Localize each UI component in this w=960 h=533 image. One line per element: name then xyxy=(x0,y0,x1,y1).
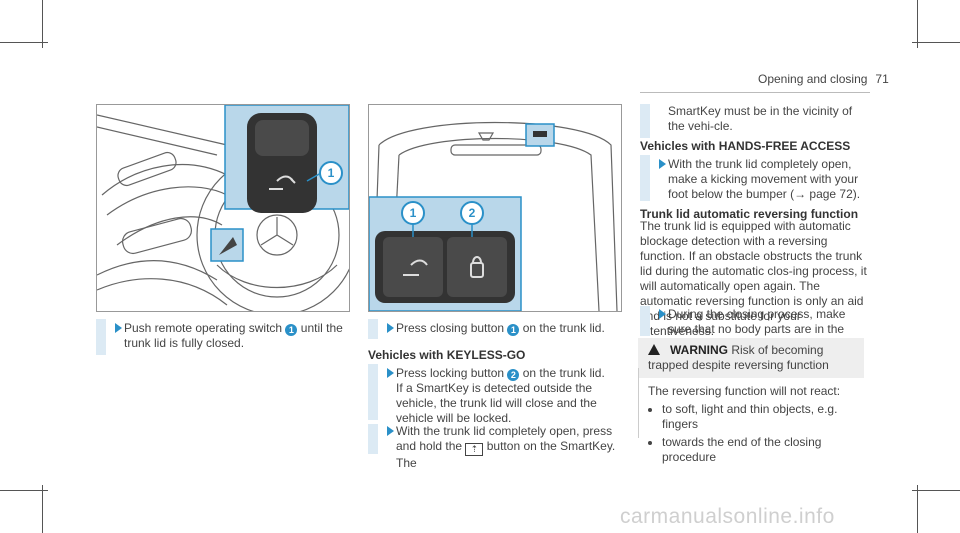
instruction-step: Press closing button 1 on the trunk lid. xyxy=(368,321,620,336)
step-text: With the trunk lid completely open, pres… xyxy=(396,424,616,470)
instruction-bar xyxy=(368,424,378,454)
warning-list: to soft, light and thin objects, e.g. fi… xyxy=(648,402,858,465)
instruction-bar xyxy=(368,319,378,339)
instruction-bar xyxy=(640,155,650,201)
warning-triangle-icon xyxy=(648,344,660,355)
figure-trunk-lid: 1 2 xyxy=(368,104,622,312)
instruction-step: With the trunk lid completely open, pres… xyxy=(368,424,620,471)
warning-body: The reversing function will not react: t… xyxy=(638,378,864,465)
callout-1: 1 xyxy=(285,324,298,336)
instruction-bar xyxy=(640,104,650,138)
watermark: carmanualsonline.info xyxy=(620,505,835,528)
crop-mark xyxy=(42,485,43,533)
step-text: Press closing button 1 on the trunk lid. xyxy=(396,321,605,336)
warning-side-rule xyxy=(638,368,639,438)
warning-text: Risk of becoming trapped despite reversi… xyxy=(648,343,829,372)
instruction-bar xyxy=(640,306,650,336)
warning-header: WARNING Risk of becoming trapped despite… xyxy=(638,338,864,378)
list-item: towards the end of the closing procedure xyxy=(662,435,858,465)
crop-mark xyxy=(42,0,43,48)
section-heading: Trunk lid automatic reversing function xyxy=(640,207,859,221)
header-rule xyxy=(640,92,870,93)
step-arrow-icon xyxy=(659,309,666,319)
instruction-bar xyxy=(368,364,378,420)
step-arrow-icon xyxy=(115,323,122,333)
step-arrow-icon xyxy=(387,323,394,333)
instruction-bar xyxy=(96,319,106,355)
step-arrow-icon xyxy=(387,368,394,378)
crop-mark xyxy=(0,490,48,491)
body-paragraph: The trunk lid is equipped with automatic… xyxy=(640,219,867,338)
instruction-step: With the trunk lid completely open, make… xyxy=(640,157,868,202)
step-arrow-icon xyxy=(387,426,394,436)
warning-label: WARNING xyxy=(670,343,728,357)
callout-1: 1 xyxy=(328,166,335,180)
callout-1: 1 xyxy=(507,324,520,336)
trunk-button-icon: ⇡ xyxy=(465,443,484,456)
page-header: Opening and closing 71 xyxy=(758,72,889,86)
callout-1: 1 xyxy=(410,206,417,220)
figure-steering-wheel: 1 xyxy=(96,104,350,312)
step-arrow-icon xyxy=(659,159,666,169)
warning-box: WARNING Risk of becoming trapped despite… xyxy=(638,338,864,464)
continuation-text: SmartKey must be in the vicinity of the … xyxy=(668,104,853,133)
step-text: Push remote operating switch 1 until the… xyxy=(124,321,343,350)
section-heading: Vehicles with KEYLESS-GO xyxy=(368,348,526,362)
section-title: Opening and closing xyxy=(758,72,868,86)
step-text: With the trunk lid completely open, make… xyxy=(668,157,861,201)
crop-mark xyxy=(917,0,918,48)
warning-body-text: The reversing function will not react: xyxy=(648,384,841,398)
section-heading: Vehicles with HANDS-FREE ACCESS xyxy=(640,139,851,153)
instruction-step: Push remote operating switch 1 until the… xyxy=(96,321,348,351)
crop-mark xyxy=(0,42,48,43)
crop-mark xyxy=(912,42,960,43)
crop-mark xyxy=(912,490,960,491)
list-item: to soft, light and thin objects, e.g. fi… xyxy=(662,402,858,432)
step-text: Press locking button 2 on the trunk lid.… xyxy=(396,366,605,425)
steering-wheel-illustration: 1 xyxy=(97,105,349,311)
trunk-lid-illustration: 1 2 xyxy=(369,121,618,311)
callout-2: 2 xyxy=(469,206,476,220)
page-number: 71 xyxy=(875,72,889,86)
crop-mark xyxy=(917,485,918,533)
callout-2: 2 xyxy=(507,369,520,381)
instruction-step: Press locking button 2 on the trunk lid.… xyxy=(368,366,620,426)
